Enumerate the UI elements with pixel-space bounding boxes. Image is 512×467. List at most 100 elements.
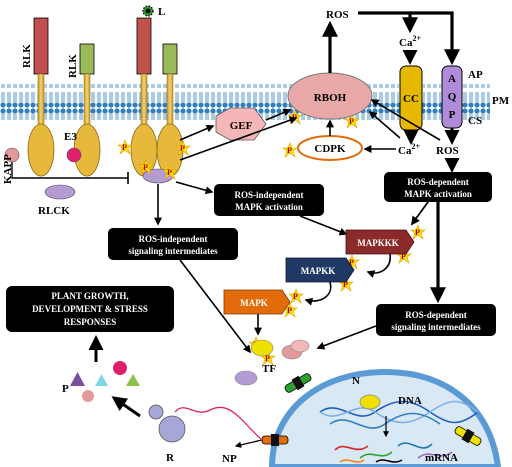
np-arrow [234, 439, 263, 448]
svg-text:signaling intermediates: signaling intermediates [128, 246, 218, 256]
rboh-protein: RBOH [287, 72, 373, 120]
ros-right-label: ROS [436, 145, 459, 157]
ribosome-label: R [166, 452, 175, 464]
translation-arrow [111, 396, 141, 418]
svg-text:P: P [180, 144, 185, 153]
svg-text:ROS-independent: ROS-independent [234, 190, 303, 200]
ca-top-label: Ca2+ [399, 34, 421, 49]
svg-text:ROS-independent: ROS-independent [138, 234, 207, 244]
protein-products [70, 361, 140, 402]
svg-text:MAPKKK: MAPKKK [357, 238, 399, 248]
mrna-label: mRNA [425, 452, 458, 464]
svg-text:MAPK activation: MAPK activation [404, 189, 472, 199]
svg-text:CC: CC [403, 93, 419, 105]
ligand-label: L [158, 6, 165, 18]
svg-text:P: P [401, 252, 406, 261]
receptor-to-ros-indep-mapk [175, 181, 214, 195]
nuclear-pore-right [454, 426, 482, 446]
svg-text:P: P [293, 292, 298, 301]
e3-ligase [66, 147, 82, 163]
rlck-label: RLCK [38, 205, 70, 217]
ap-label: AP [468, 69, 483, 81]
svg-text:CDPK: CDPK [314, 143, 346, 155]
ros-dep-signal-box: ROS-dependent signaling intermediates [376, 304, 496, 336]
tf-label: TF [262, 363, 276, 375]
dna-label: DNA [398, 395, 422, 407]
receptor-to-gef-arrow [179, 124, 215, 141]
cs-label: CS [468, 115, 482, 127]
dna-helix [319, 400, 479, 429]
svg-text:MAPK activation: MAPK activation [235, 202, 303, 212]
plant-growth-box: PLANT GROWTH, DEVELOPMENT & STRESS RESPO… [6, 286, 174, 332]
tf-on-dna [359, 394, 381, 410]
rlk-receptor-active-red [130, 17, 158, 177]
svg-text:P: P [349, 258, 354, 267]
kapp-label: KAPP [2, 154, 14, 184]
svg-text:P: P [349, 117, 354, 126]
ros-to-ca-path [358, 11, 418, 34]
rlck-protein [44, 184, 76, 200]
mapkkk-to-mapkk [366, 253, 391, 278]
ca-to-rboh-arrow [368, 110, 401, 139]
transcription-factors [234, 339, 310, 386]
ribosome [148, 404, 186, 443]
svg-text:P: P [287, 146, 292, 155]
receptor-to-rboh-arrow [179, 116, 298, 161]
protein-label: P [62, 383, 69, 395]
svg-text:ROS-dependent: ROS-dependent [407, 177, 469, 187]
svg-text:RBOH: RBOH [314, 92, 347, 104]
rlk-receptor-1 [27, 17, 55, 177]
svg-text:PLANT GROWTH,: PLANT GROWTH, [51, 291, 128, 301]
mapkkk-protein: MAPKKK [345, 229, 415, 255]
mapkk-to-mapk [304, 281, 332, 306]
svg-text:P: P [449, 109, 456, 121]
pm-label: PM [492, 95, 510, 107]
gef-protein: GEF [215, 107, 267, 141]
nucleus: N [268, 368, 502, 467]
rlk-receptor-active-green [156, 43, 184, 177]
mapk-protein: MAPK [223, 289, 291, 315]
svg-text:RESPONSES: RESPONSES [64, 317, 117, 327]
ros-top-label: ROS [326, 9, 349, 21]
inhibition-line [11, 162, 128, 179]
nuclear-pore-np [261, 434, 289, 446]
cdpk-protein: CDPK [297, 135, 363, 161]
svg-text:signaling intermediates: signaling intermediates [391, 322, 481, 332]
rlk1-label: RLK [21, 44, 33, 68]
svg-text:ROS-dependent: ROS-dependent [405, 310, 467, 320]
svg-text:P: P [343, 280, 348, 289]
svg-text:MAPKK: MAPKK [301, 266, 336, 276]
svg-text:P: P [122, 143, 127, 152]
nuclear-pore-left [284, 373, 312, 393]
svg-text:P: P [143, 163, 148, 172]
mrna-strands [334, 442, 453, 463]
nucleus-label: N [352, 375, 360, 387]
svg-text:P: P [415, 228, 420, 237]
np-label: NP [222, 453, 237, 465]
rlk2-label: RLK [67, 54, 79, 78]
mrna-export-curve [174, 406, 263, 441]
svg-text:A: A [448, 73, 456, 85]
svg-text:DEVELOPMENT & STRESS: DEVELOPMENT & STRESS [32, 304, 148, 314]
svg-text:Q: Q [448, 91, 457, 103]
mapkk-protein: MAPKK [285, 257, 355, 283]
gef-to-rboh-arrow [265, 108, 292, 121]
svg-text:P: P [167, 168, 172, 177]
svg-text:P: P [292, 113, 297, 122]
ros-dep-mapk-box: ROS-dependent MAPK activation [384, 172, 492, 202]
ros-to-aqp-path [410, 11, 460, 66]
calcium-channel: CC [399, 65, 423, 131]
ros-indep-mapk-box: ROS-independent MAPK activation [214, 184, 324, 216]
aquaporin: A Q P [441, 65, 463, 129]
ros-indep-signal-box: ROS-independent signaling intermediates [108, 228, 238, 260]
svg-text:MAPK: MAPK [240, 298, 268, 308]
ligand [142, 5, 154, 17]
rlk-receptor-2 [73, 43, 101, 177]
e3-label: E3 [64, 131, 77, 143]
ca-bottom-label: Ca2+ [398, 142, 420, 157]
svg-text:P: P [287, 306, 292, 315]
svg-text:P: P [265, 354, 270, 363]
ros-to-rboh-arrow [370, 99, 441, 141]
svg-text:GEF: GEF [230, 120, 253, 132]
